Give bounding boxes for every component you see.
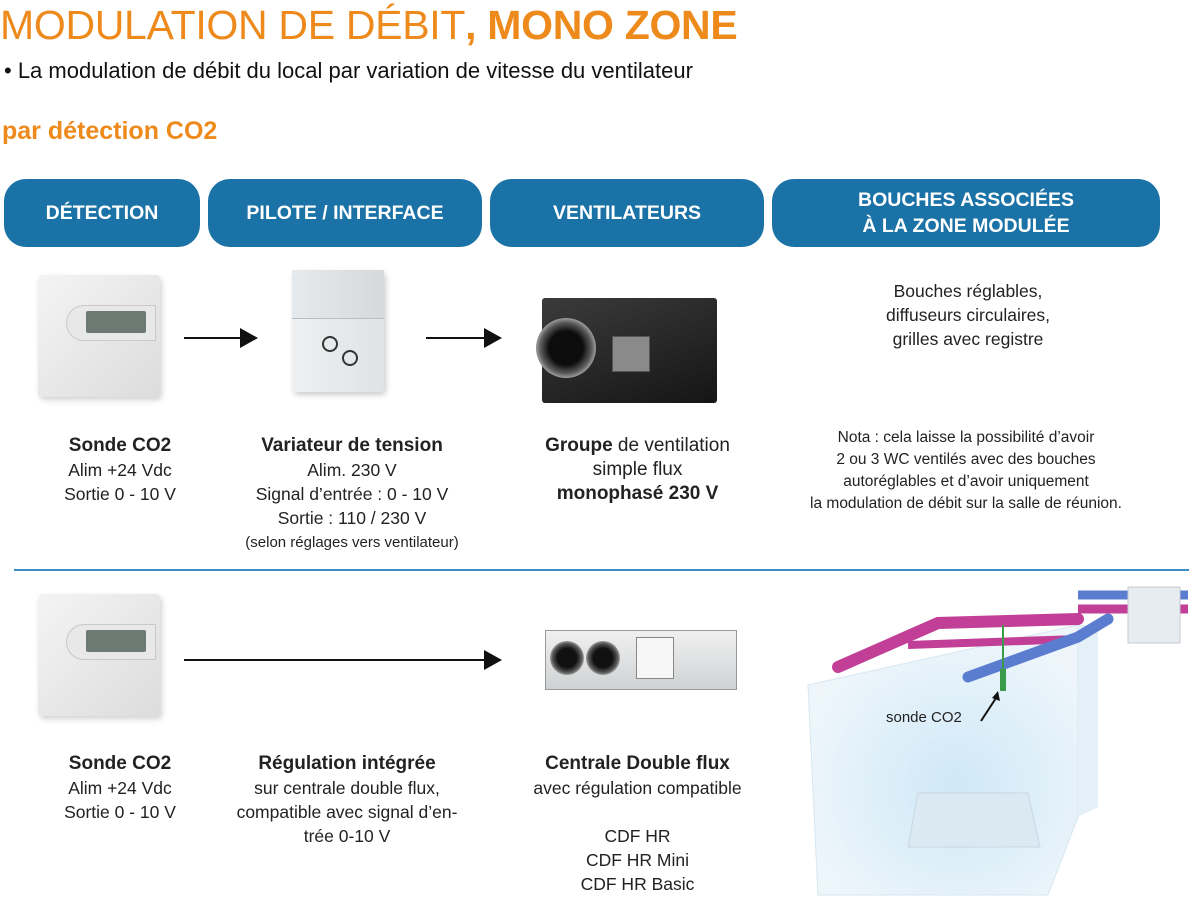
sensor-output: Sortie 0 - 10 V xyxy=(64,802,176,822)
variator-output: Sortie : 110 / 230 V xyxy=(277,508,427,528)
title-emphasis: , MONO ZONE xyxy=(465,2,738,48)
nota-text: Nota : cela laisse la possibilité d’avoi… xyxy=(770,427,1162,515)
bouches-header-line2: À LA ZONE MODULÉE xyxy=(862,215,1070,237)
arrow-icon xyxy=(426,328,502,348)
subtitle: • La modulation de débit du local par va… xyxy=(4,58,693,83)
sensor-power: Alim +24 Vdc xyxy=(68,460,172,480)
regulation-line1: sur centrale double flux, xyxy=(254,778,440,798)
column-header-ventilateurs: VENTILATEURS xyxy=(490,179,764,247)
sensor-title: Sonde CO2 xyxy=(68,435,172,456)
variator-note: (selon réglages vers ventilateur) xyxy=(245,534,459,551)
arrow-icon xyxy=(184,328,258,348)
fan-description: Groupe de ventilation simple flux monoph… xyxy=(505,434,770,506)
centrale-model-3: CDF HR Basic xyxy=(580,874,695,894)
regulation-line2: compatible avec signal d’en- xyxy=(236,802,458,822)
nota-line1: Nota : cela laisse la possibilité d’avoi… xyxy=(837,429,1095,446)
centrale-description: Centrale Double flux avec régulation com… xyxy=(505,752,770,896)
nota-line3: autoréglables et d’avoir uniquement xyxy=(843,473,1089,490)
variator-power: Alim. 230 V xyxy=(307,460,397,480)
centrale-model-2: CDF HR Mini xyxy=(585,850,690,870)
section-heading: par détection CO2 xyxy=(2,117,218,145)
fan-phase: monophasé 230 V xyxy=(556,483,719,504)
regulation-title: Régulation intégrée xyxy=(258,753,436,774)
fan-title-rest: de ventilation xyxy=(612,435,730,456)
fan-title-bold: Groupe xyxy=(545,435,613,456)
sensor-description: Sonde CO2 Alim +24 Vdc Sortie 0 - 10 V xyxy=(30,434,210,506)
centrale-title: Centrale Double flux xyxy=(545,753,730,774)
sensor-title: Sonde CO2 xyxy=(68,753,172,774)
variator-title: Variateur de tension xyxy=(261,435,443,456)
regulation-description: Régulation intégrée sur centrale double … xyxy=(212,752,482,848)
variator-input: Signal d’entrée : 0 - 10 V xyxy=(255,484,449,504)
co2-sensor-image xyxy=(38,275,160,397)
sensor-power: Alim +24 Vdc xyxy=(68,778,172,798)
page-title: MODULATION DE DÉBIT, MONO ZONE xyxy=(0,2,738,49)
variator-image xyxy=(292,270,384,392)
centrale-line1: avec régulation compatible xyxy=(533,778,742,798)
meeting-room-illustration: sonde CO2 xyxy=(807,586,1188,896)
column-header-pilote: PILOTE / INTERFACE xyxy=(208,179,482,247)
nota-line2: 2 ou 3 WC ventilés avec des bouches xyxy=(836,451,1096,468)
fan-type: simple flux xyxy=(592,459,683,480)
sensor-description-2: Sonde CO2 Alim +24 Vdc Sortie 0 - 10 V xyxy=(30,752,210,824)
bouches-description: Bouches réglables, diffuseurs circulaire… xyxy=(810,279,1126,351)
title-main: MODULATION DE DÉBIT xyxy=(0,2,466,48)
bouches-line1: Bouches réglables, xyxy=(893,281,1043,301)
variator-description: Variateur de tension Alim. 230 V Signal … xyxy=(222,434,482,554)
bouches-header-line1: BOUCHES ASSOCIÉES xyxy=(858,189,1074,211)
fan-unit-image xyxy=(536,298,717,403)
nota-line4: la modulation de débit sur la salle de r… xyxy=(810,495,1122,512)
column-header-bouches: BOUCHES ASSOCIÉES À LA ZONE MODULÉE xyxy=(772,179,1160,247)
co2-sensor-image xyxy=(38,594,160,716)
regulation-line3: trée 0-10 V xyxy=(303,826,391,846)
sensor-output: Sortie 0 - 10 V xyxy=(64,484,176,504)
arrow-icon xyxy=(184,650,502,670)
centrale-model-1: CDF HR xyxy=(604,826,671,846)
column-header-detection: DÉTECTION xyxy=(4,179,200,247)
bouches-line2: diffuseurs circulaires, xyxy=(885,305,1051,325)
bouches-line3: grilles avec registre xyxy=(892,329,1044,349)
room-sensor-label: sonde CO2 xyxy=(886,709,962,726)
section-divider xyxy=(14,569,1189,571)
double-flux-unit-image xyxy=(545,630,737,690)
